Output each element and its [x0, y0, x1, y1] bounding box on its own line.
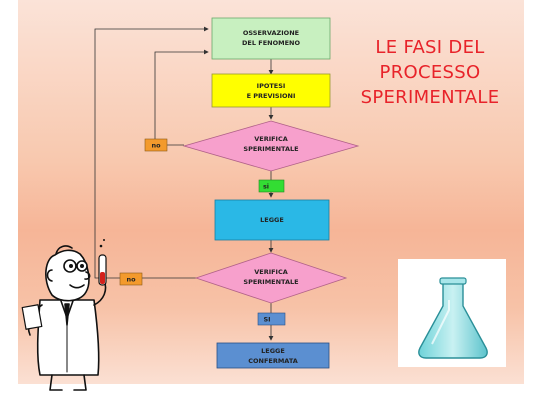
confermata-line-1: LEGGE	[261, 347, 285, 355]
confermata-line-2: CONFERMATA	[248, 357, 298, 365]
tag-no-2: no	[119, 272, 143, 286]
legge-line-1: LEGGE	[260, 216, 284, 224]
node-legge-confermata: LEGGE CONFERMATA	[216, 342, 330, 369]
arrow-no1-loop	[154, 49, 209, 146]
title-line-2: PROCESSO	[380, 62, 481, 83]
si1-label: si	[263, 183, 269, 191]
scientist-illustration	[21, 239, 107, 391]
node-verifica-1: VERIFICA SPERIMENTALE	[182, 120, 360, 172]
flask-body	[418, 281, 488, 359]
node-ipotesi: IPOTESI E PREVISIONI	[211, 73, 331, 108]
title-line-1: LE FASI DEL	[375, 37, 484, 58]
osservazione-line-1: OSSERVAZIONE	[243, 29, 299, 37]
flask-neck-rim	[439, 277, 467, 285]
no2-label: no	[126, 276, 136, 284]
verifica2-line-2: SPERIMENTALE	[243, 278, 298, 286]
node-osservazione: OSSERVAZIONE DEL FENOMENO	[211, 17, 331, 60]
flask-illustration	[398, 259, 506, 367]
osservazione-line-2: DEL FENOMENO	[242, 39, 300, 47]
verifica1-line-1: VERIFICA	[254, 135, 288, 143]
arrow-no2-loop	[94, 26, 209, 279]
diagram-title: LE FASI DEL PROCESSO SPERIMENTALE	[361, 37, 500, 108]
tag-si-1: si	[258, 179, 285, 193]
verifica2-line-1: VERIFICA	[254, 268, 288, 276]
ipotesi-line-2: E PREVISIONI	[247, 92, 296, 100]
tag-si-2: SI	[257, 312, 286, 326]
node-legge: LEGGE	[214, 199, 330, 241]
si2-label: SI	[263, 316, 270, 324]
node-verifica-2: VERIFICA SPERIMENTALE	[194, 252, 348, 304]
tag-no-1: no	[144, 138, 168, 152]
verifica1-line-2: SPERIMENTALE	[243, 145, 298, 153]
no1-label: no	[151, 142, 161, 150]
ipotesi-line-1: IPOTESI	[257, 82, 286, 90]
title-line-3: SPERIMENTALE	[361, 87, 500, 108]
